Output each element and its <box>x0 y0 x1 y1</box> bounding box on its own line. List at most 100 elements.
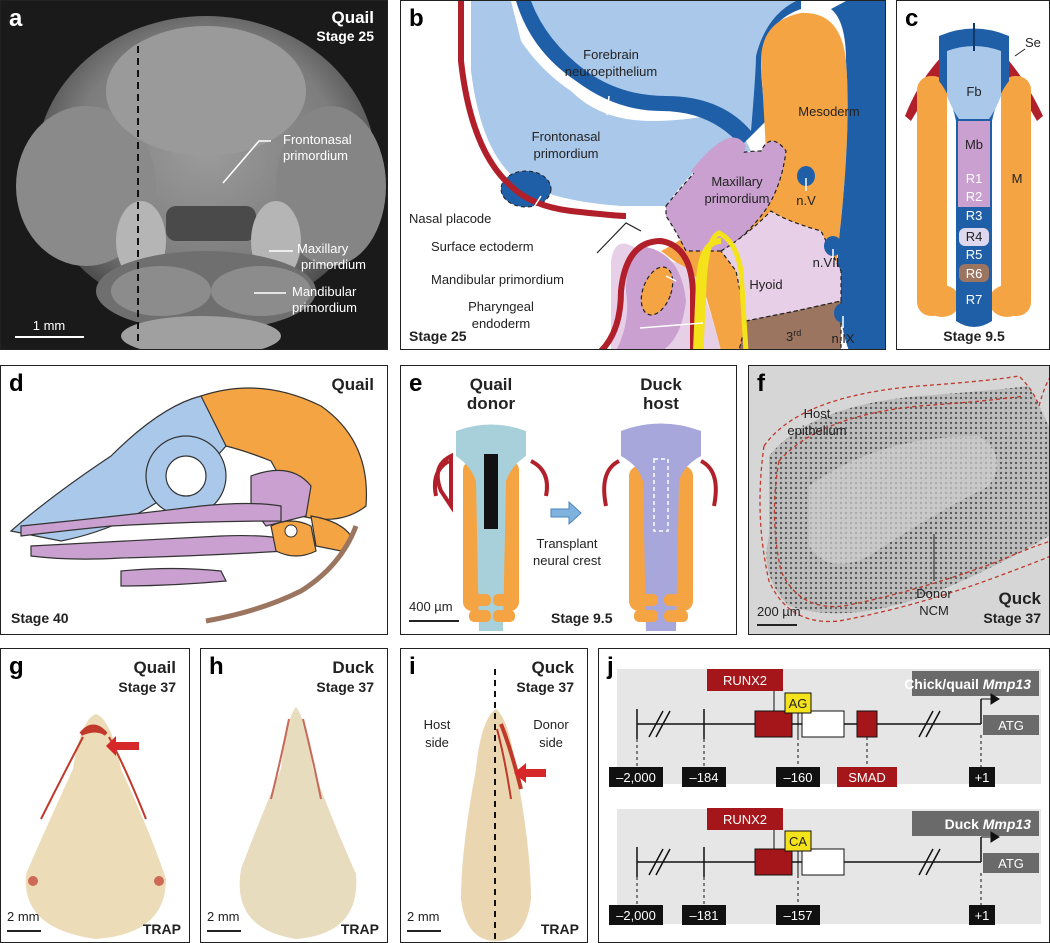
atg-bottom: ATG <box>998 856 1024 871</box>
panel-h-stain: TRAP <box>341 921 379 937</box>
scale-label-a: 1 mm <box>33 318 66 333</box>
label-maxillary-2: primordium <box>704 191 769 206</box>
promoter-duck: Duck Mmp13 ATG RUNX2 CA –2,00 <box>609 808 1041 925</box>
quail-donor-embryo <box>432 424 549 631</box>
transplant-arrow-icon <box>550 500 582 526</box>
donor-title-1: Quail <box>470 375 513 394</box>
panel-f-figure: Host epithelium Donor NCM Quck Stage 37 … <box>757 375 1049 626</box>
host-title-2: host <box>643 394 679 413</box>
panel-h-stage: Stage 37 <box>316 679 374 695</box>
label-host-side-2: side <box>425 735 449 750</box>
label-frontonasal-2: primordium <box>533 146 598 161</box>
name-box-top <box>912 671 1039 696</box>
leader-forebrain <box>606 95 610 116</box>
label-nv: n.V <box>796 193 816 208</box>
segment-r2: R2 <box>966 189 983 204</box>
label-donor-ncm-2: NCM <box>919 603 949 618</box>
label-frontonasal-1: Frontonasal <box>283 132 352 147</box>
scale-label-h: 2 mm <box>207 909 240 924</box>
pos-top-0: –2,000 <box>616 770 656 785</box>
segment-r6: R6 <box>966 266 983 281</box>
segment-r3: R3 <box>966 208 983 223</box>
donor-title-2: donor <box>467 394 516 413</box>
name-bottom: Duck Mmp13 <box>945 816 1032 832</box>
label-forebrain-2: neuroepithelium <box>565 64 658 79</box>
panel-j: Chick/quail Mmp13 ATG RUNX2 AG <box>598 648 1050 943</box>
panel-i-figure: Quck Stage 37 Host side Donor side 2 mm … <box>407 658 579 941</box>
segment-r5: R5 <box>966 247 983 262</box>
mesoderm-left <box>917 76 947 316</box>
arrow-icon-i <box>514 763 546 783</box>
label-pharyngeal-1: Pharyngeal <box>468 299 534 314</box>
label-host-epi-1: Host <box>804 406 831 421</box>
runx2-label-top: RUNX2 <box>723 673 767 688</box>
panel-i-title: Quck <box>531 658 574 677</box>
panel-b-figure: Forebrain neuroepithelium Frontonasal pr… <box>409 1 885 349</box>
smad-label-top: SMAD <box>848 770 886 785</box>
label-frontonasal-1: Frontonasal <box>532 129 601 144</box>
panel-g: Quail Stage 37 2 mm TRAP g <box>0 648 190 943</box>
scale-label-i: 2 mm <box>407 909 440 924</box>
label-nvii: n.VII <box>813 255 840 270</box>
panel-i-stain: TRAP <box>541 921 579 937</box>
panel-i-stage: Stage 37 <box>516 679 574 695</box>
panel-g-stain: TRAP <box>143 921 181 937</box>
label-maxillary-2: primordium <box>301 257 366 272</box>
transplant-label-2: neural crest <box>533 553 601 568</box>
panel-e-stage: Stage 9.5 <box>551 610 613 626</box>
panel-h-figure: Duck Stage 37 2 mm TRAP <box>207 658 379 939</box>
panel-e-label: e <box>409 370 423 397</box>
panel-c-figure: R1 R2 R3 R4 R5 R6 R7 Fb Mb M Se Stage 9.… <box>905 23 1043 344</box>
host-epithelium-outline <box>763 375 1049 447</box>
label-mb: Mb <box>965 137 983 152</box>
leader-nasal <box>518 195 542 213</box>
panel-i: Quck Stage 37 Host side Donor side 2 mm … <box>400 648 588 943</box>
panel-g-title: Quail <box>133 658 176 677</box>
panel-b-stage: Stage 25 <box>409 328 467 344</box>
label-third: 3rd <box>786 328 801 344</box>
pos-top-2: –160 <box>784 770 813 785</box>
pos-bottom-0: –2,000 <box>616 908 656 923</box>
smad-box-top <box>856 710 878 738</box>
label-nix: n.IX <box>831 331 854 346</box>
label-maxillary-1: Maxillary <box>297 241 349 256</box>
rhombomere-labels: R1 R2 R3 R4 R5 R6 R7 <box>966 171 983 307</box>
label-mandibular-1: Mandibular <box>292 284 357 299</box>
surface-ectoderm-line <box>458 1 627 219</box>
label-donor-side-2: side <box>539 735 563 750</box>
panel-e: Quail donor Duck host Transplant neural … <box>400 365 737 635</box>
panel-a-label: a <box>9 5 23 32</box>
pos-bottom-1: –181 <box>690 908 719 923</box>
panel-a-title: Quail <box>331 8 374 27</box>
duck-host-embryo <box>602 423 718 631</box>
segment-r4: R4 <box>966 229 983 244</box>
panel-f-stage: Stage 37 <box>983 610 1041 626</box>
tss-arrow-icon-top <box>981 693 1000 705</box>
panel-g-figure: Quail Stage 37 2 mm TRAP <box>7 658 181 939</box>
pos-bottom-3: +1 <box>975 908 990 923</box>
label-nasal-placode: Nasal placode <box>409 211 491 226</box>
mesoderm-right <box>1001 76 1031 316</box>
label-maxillary-1: Maxillary <box>711 174 763 189</box>
leader-mandibular <box>665 275 677 282</box>
panel-a-stage: Stage 25 <box>316 28 374 44</box>
label-donor-side-1: Donor <box>533 717 569 732</box>
panel-j-label: j <box>607 653 614 680</box>
scale-label-f: 200 µm <box>757 604 801 619</box>
quail-beak-image <box>25 714 166 939</box>
runx2-box-bottom <box>754 848 793 876</box>
runx2-label-bottom: RUNX2 <box>723 812 767 827</box>
histology-section-image <box>766 386 1049 614</box>
label-hyoid: Hyoid <box>749 277 782 292</box>
label-pharyngeal-2: endoderm <box>472 316 531 331</box>
scale-label-g: 2 mm <box>7 909 40 924</box>
panel-a: Quail Stage 25 Frontonasal primordium Ma… <box>0 0 388 350</box>
leader-frontonasal <box>222 140 271 184</box>
panel-f-title: Quck <box>998 589 1041 608</box>
runx2-box-top <box>754 710 793 738</box>
scale-label-e: 400 µm <box>409 599 453 614</box>
pharyngeal-endoderm-line <box>693 238 722 349</box>
segment-r1: R1 <box>966 171 983 186</box>
panel-d-stage: Stage 40 <box>11 610 69 626</box>
leader-surface <box>596 222 642 254</box>
